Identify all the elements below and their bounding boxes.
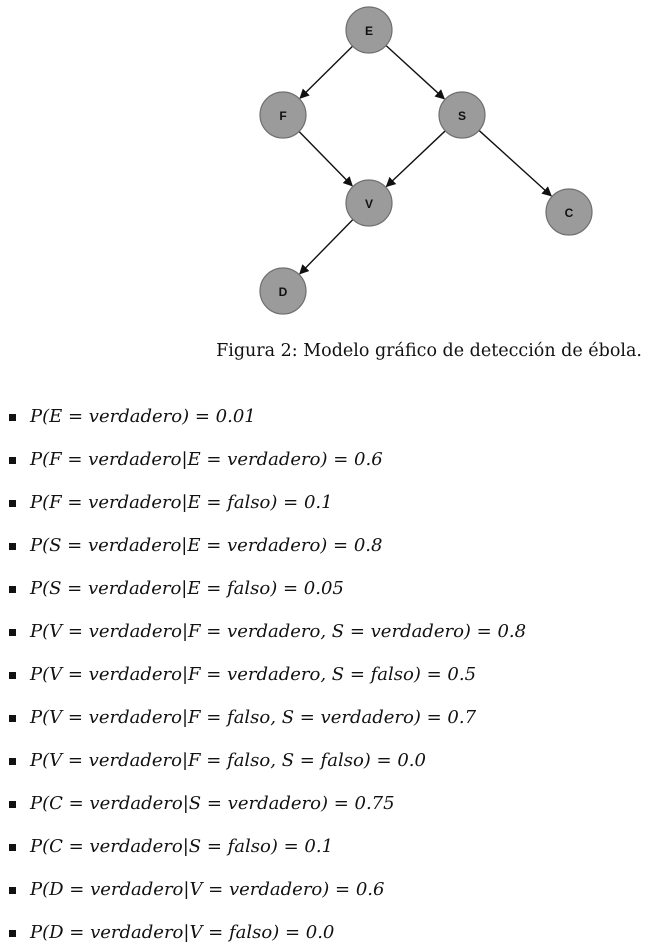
- node-label: D: [279, 285, 288, 299]
- probability-formula: P(F = verdadero|E = verdadero) = 0.6: [30, 449, 383, 470]
- node-c: C: [545, 188, 593, 236]
- probability-formula: P(D = verdadero|V = falso) = 0.0: [30, 922, 335, 943]
- node-label: F: [279, 109, 286, 123]
- bullet-icon: [9, 457, 16, 464]
- node-label: E: [365, 24, 373, 38]
- bayesian-network-diagram: E F S V C D: [259, 6, 593, 315]
- bullet-icon: [9, 715, 16, 722]
- node-circle: [259, 267, 307, 315]
- bullet-icon: [9, 930, 16, 937]
- edge-e-f: [299, 45, 354, 99]
- probability-formula: P(S = verdadero|E = falso) = 0.05: [30, 578, 344, 599]
- node-label: V: [365, 197, 373, 211]
- bullet-icon: [9, 887, 16, 894]
- edge-f-v: [298, 130, 353, 187]
- node-s: S: [438, 91, 486, 139]
- figure-caption: Figura 2: Modelo gráfico de detección de…: [216, 341, 642, 361]
- node-label: S: [458, 109, 466, 123]
- bullet-icon: [9, 801, 16, 808]
- node-label: C: [565, 206, 574, 220]
- node-circle: [545, 188, 593, 236]
- edge-v-d: [299, 218, 354, 275]
- edge-s-v: [385, 130, 446, 188]
- node-circle: [259, 91, 307, 139]
- probability-formula: P(C = verdadero|S = falso) = 0.1: [30, 836, 334, 857]
- edge-s-c: [478, 129, 552, 197]
- bullet-icon: [9, 844, 16, 851]
- probability-formula: P(C = verdadero|S = verdadero) = 0.75: [30, 793, 395, 814]
- bullet-icon: [9, 758, 16, 765]
- bullet-icon: [9, 500, 16, 507]
- probability-formula: P(V = verdadero|F = falso, S = falso) = …: [30, 750, 426, 771]
- node-v: V: [345, 179, 393, 227]
- node-circle: [438, 91, 486, 139]
- probability-formula: P(V = verdadero|F = falso, S = verdadero…: [30, 707, 477, 728]
- probability-formula: P(S = verdadero|E = verdadero) = 0.8: [30, 535, 383, 556]
- probability-formula: P(D = verdadero|V = verdadero) = 0.6: [30, 879, 385, 900]
- bullet-icon: [9, 672, 16, 679]
- node-f: F: [259, 91, 307, 139]
- bullet-icon: [9, 543, 16, 550]
- edge-e-s: [385, 45, 446, 100]
- probability-formula: P(V = verdadero|F = verdadero, S = verda…: [30, 621, 527, 642]
- bullet-icon: [9, 586, 16, 593]
- probability-formula: P(E = verdadero) = 0.01: [30, 406, 256, 427]
- node-circle: [345, 179, 393, 227]
- node-circle: [345, 6, 393, 54]
- node-e: E: [345, 6, 393, 54]
- bullet-icon: [9, 629, 16, 636]
- bullet-icon: [9, 414, 16, 421]
- node-d: D: [259, 267, 307, 315]
- probability-formula: P(F = verdadero|E = falso) = 0.1: [30, 492, 333, 513]
- probability-formula: P(V = verdadero|F = verdadero, S = falso…: [30, 664, 477, 685]
